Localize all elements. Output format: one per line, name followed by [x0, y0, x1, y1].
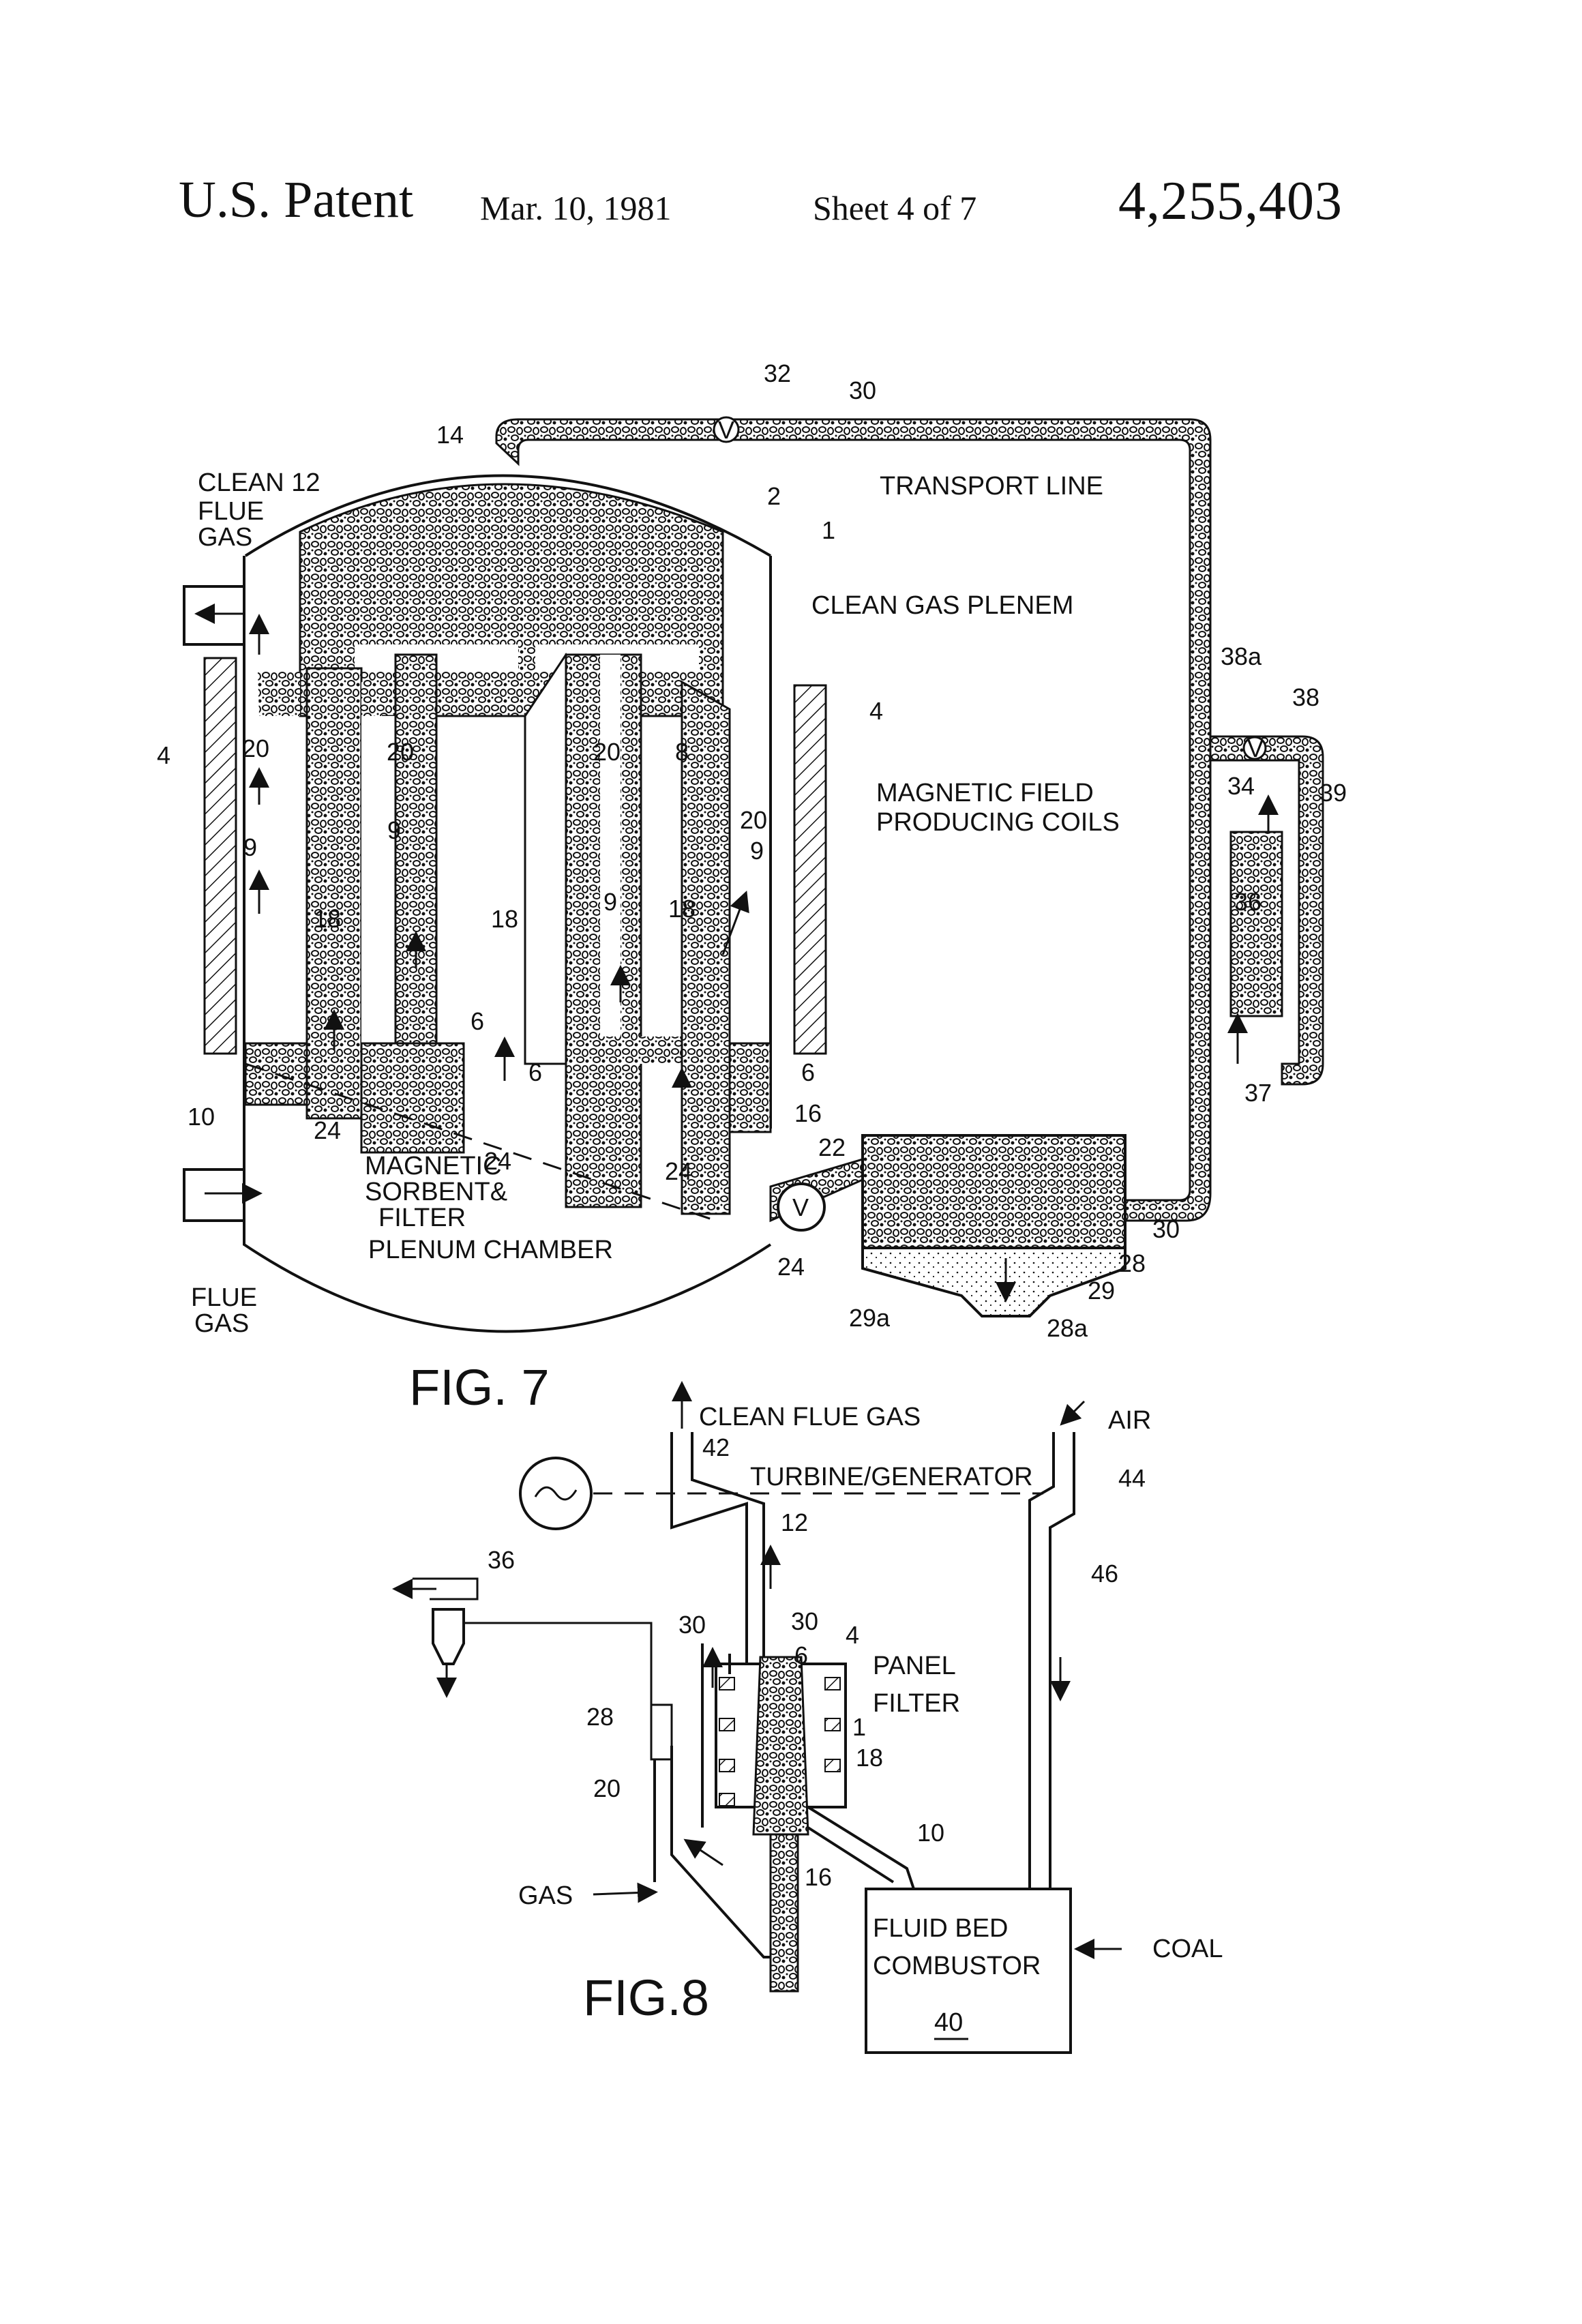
ref-6-c: 6 [801, 1058, 815, 1086]
air-label: AIR [1108, 1406, 1151, 1435]
ref-20-d: 20 [740, 806, 767, 834]
ref-24-d: 24 [777, 1253, 805, 1281]
ref-4-right: 4 [869, 697, 883, 725]
combustor-label-1: FLUID BED [873, 1914, 1008, 1943]
regenerator-36 [1231, 832, 1282, 1016]
ref-9-d: 9 [603, 888, 617, 916]
flue-gas-label-2: GAS [194, 1309, 249, 1338]
ref-20-b: 20 [387, 738, 414, 766]
ref-16: 16 [794, 1099, 822, 1127]
ref-2: 2 [767, 482, 781, 510]
ref-24-a: 24 [314, 1116, 341, 1144]
clean-flue-gas-label: CLEAN FLUE GAS [699, 1403, 921, 1431]
magnetic-field-label-1: MAGNETIC FIELD [876, 779, 1094, 807]
ref-10: 10 [188, 1103, 215, 1131]
ref-6-a: 6 [471, 1007, 484, 1035]
fig8-title: FIG.8 [583, 1969, 709, 2026]
ref-30-b: 30 [791, 1607, 818, 1635]
ref-14: 14 [436, 421, 464, 449]
ref-30: 30 [849, 376, 876, 404]
ref-28: 28 [586, 1703, 614, 1731]
ref-4: 4 [846, 1621, 859, 1649]
ref-34: 34 [1227, 772, 1255, 800]
ref-18: 18 [856, 1744, 883, 1772]
combustor-ref: 40 [934, 2008, 963, 2037]
combustor-label-2: COMBUSTOR [873, 1952, 1041, 1980]
clean-flue-gas-label-2: FLUE [198, 497, 264, 526]
magnetic-sorbent-label-1: MAGNETIC [365, 1152, 502, 1180]
ref-1: 1 [822, 516, 835, 544]
magnetic-sorbent-label-2: SORBENT& [365, 1178, 507, 1206]
ref-30-b: 30 [1152, 1215, 1180, 1243]
valve-32-label: V [718, 416, 734, 444]
ref-24-c: 24 [665, 1157, 692, 1185]
ref-37: 37 [1244, 1079, 1272, 1107]
ref-9-c: 9 [750, 837, 764, 865]
ref-18-c: 18 [668, 895, 696, 923]
ref-9-a: 9 [387, 816, 401, 844]
fig7-title: FIG. 7 [409, 1359, 550, 1416]
ref-16: 16 [805, 1863, 832, 1891]
turbine-generator-label: TURBINE/GENERATOR [750, 1463, 1033, 1491]
transport-line-label: TRANSPORT LINE [880, 472, 1103, 501]
ref-29a: 29a [849, 1304, 891, 1332]
hopper-28 [863, 1135, 1125, 1316]
ref-38: 38 [1292, 683, 1319, 711]
ref-28a: 28a [1047, 1314, 1088, 1342]
ref-12: 12 [781, 1508, 808, 1536]
ref-18-b: 18 [491, 905, 518, 933]
panel-filter-label-2: FILTER [873, 1689, 960, 1718]
panel-filter-label-1: PANEL [873, 1652, 956, 1680]
flue-gas-label-1: FLUE [191, 1283, 257, 1312]
gas-label: GAS [518, 1881, 573, 1910]
ref-32: 32 [764, 359, 791, 387]
ref-29: 29 [1088, 1277, 1115, 1305]
plenum-chamber-label: PLENUM CHAMBER [368, 1236, 613, 1264]
ref-1: 1 [852, 1713, 866, 1741]
magnetic-coil-left [205, 658, 236, 1054]
cyclone-36 [402, 1579, 672, 1725]
valve-38a-label: V [1247, 734, 1264, 762]
ref-46: 46 [1091, 1560, 1118, 1588]
fig7-diagram: V V V CLEAN 12 FLUE GAS TRANSPORT LINE C… [157, 359, 1347, 1416]
ref-24-b: 24 [484, 1147, 511, 1175]
ref-39: 39 [1319, 779, 1347, 807]
ref-22: 22 [818, 1133, 846, 1161]
magnetic-coil-right [794, 685, 826, 1054]
ref-36: 36 [1234, 888, 1262, 916]
clean-gas-plenem-label: CLEAN GAS PLENEM [811, 591, 1073, 620]
coal-label: COAL [1152, 1935, 1223, 1963]
ref-18-a: 18 [314, 905, 341, 933]
ref-6-b: 6 [528, 1058, 542, 1086]
fig8-diagram: CLEAN FLUE GAS AIR TURBINE/GENERATOR PAN… [402, 1391, 1223, 2053]
ref-44: 44 [1118, 1464, 1146, 1492]
ref-9-b: 9 [243, 833, 257, 861]
ref-28: 28 [1118, 1249, 1146, 1277]
clean-flue-gas-label-1: CLEAN 12 [198, 468, 320, 497]
valve-22-label: V [792, 1193, 809, 1221]
ref-10: 10 [917, 1819, 944, 1847]
sorbent-dome [300, 484, 723, 716]
ref-4-left: 4 [157, 741, 170, 769]
ref-36: 36 [488, 1546, 515, 1574]
ref-20: 20 [593, 1774, 621, 1802]
clean-flue-gas-label-3: GAS [198, 523, 252, 552]
magnetic-field-label-2: PRODUCING COILS [876, 808, 1120, 837]
ref-6: 6 [794, 1641, 808, 1669]
ref-20-a: 20 [242, 734, 269, 762]
magnetic-sorbent-label-3: FILTER [378, 1204, 466, 1232]
ref-38a: 38a [1221, 642, 1262, 670]
ref-20-c: 20 [593, 738, 621, 766]
ref-8: 8 [675, 738, 689, 766]
ref-30-a: 30 [678, 1611, 706, 1639]
ref-42: 42 [702, 1433, 730, 1461]
